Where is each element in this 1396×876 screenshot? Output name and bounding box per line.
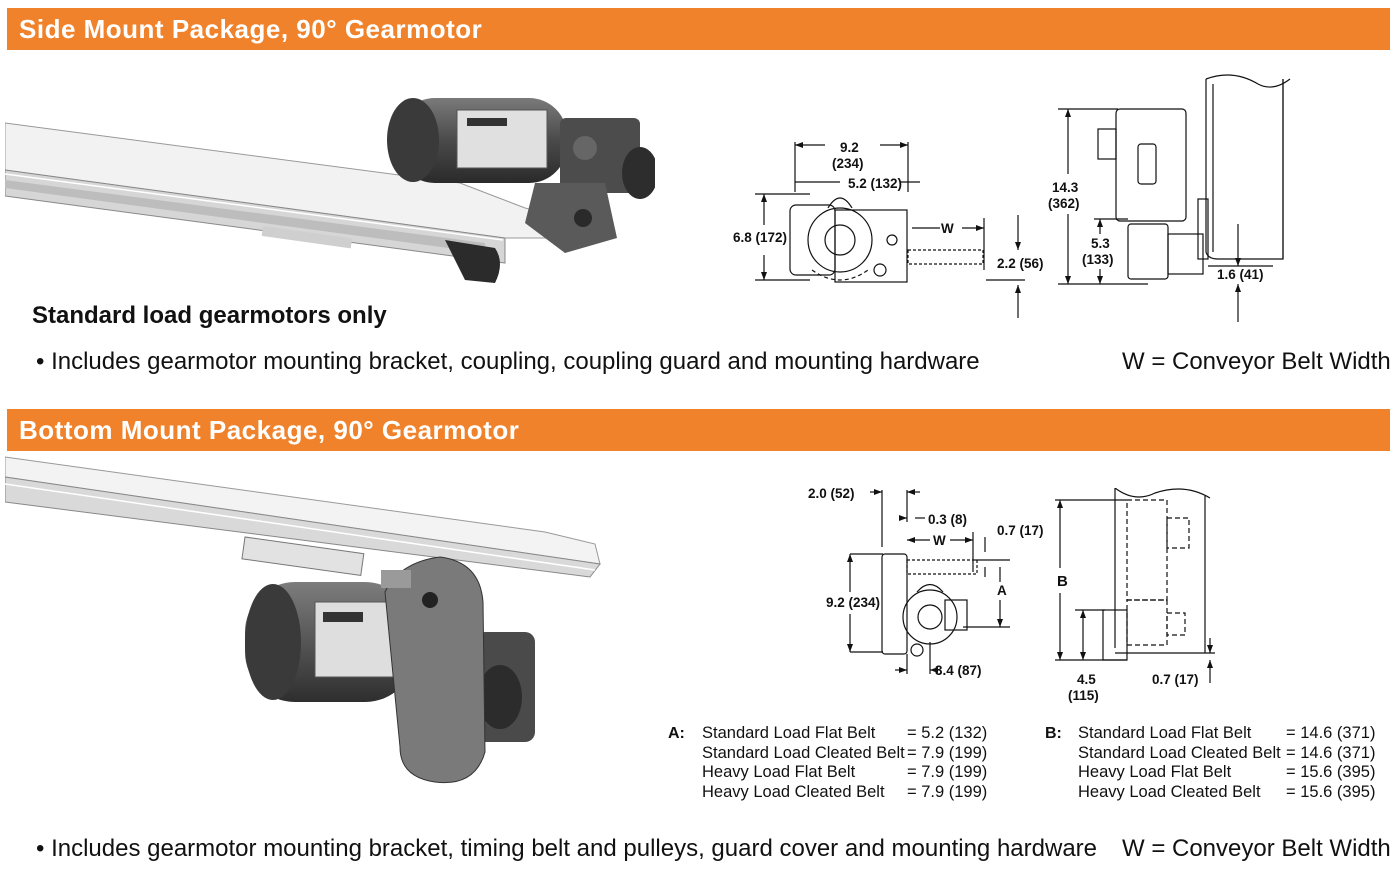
dim-label: B [1057,573,1068,590]
w-note: W = Conveyor Belt Width [1122,348,1391,375]
dim-label: (234) [832,156,864,171]
table-key: A: [668,725,685,742]
side-mount-front-drawing [755,142,1025,318]
dim-label: (362) [1048,196,1080,211]
table-row: Heavy Load Cleated Belt = 15.6 (395) [1078,783,1375,803]
dim-label: 2.0 (52) [808,486,855,501]
dim-label: 6.8 (172) [733,230,788,245]
bullet-item: • Includes gearmotor mounting bracket, c… [36,348,980,376]
section-header-bottom-mount: Bottom Mount Package, 90° Gearmotor [7,409,1390,451]
table-rows: Standard Load Flat Belt = 14.6 (371) Stan… [1078,724,1375,802]
dim-label: W [933,533,946,548]
dim-label: A [997,583,1007,598]
bottom-mount-photo [5,456,601,784]
dim-label: 1.6 (41) [1217,267,1264,282]
row-label: Heavy Load Flat Belt [1078,763,1232,781]
bullet-item: • Includes gearmotor mounting bracket, t… [36,835,1097,863]
side-mount-side-drawing [1058,74,1291,322]
table-row: Heavy Load Flat Belt = 7.9 (199) [702,763,987,783]
dim-label: (133) [1082,252,1114,267]
dim-label: 5.2 (132) [848,176,903,191]
dim-label: 3.4 (87) [935,663,982,678]
dim-label: 5.3 [1091,236,1110,251]
subtitle: Standard load gearmotors only [32,302,387,329]
table-row: Standard Load Flat Belt = 14.6 (371) [1078,724,1375,744]
table-row: Heavy Load Flat Belt = 15.6 (395) [1078,763,1375,783]
table-row: Heavy Load Cleated Belt = 7.9 (199) [702,783,987,803]
row-label: Heavy Load Cleated Belt [702,782,885,801]
table-row: Standard Load Cleated Belt = 14.6 (371) [1078,744,1375,764]
dim-label: 2.2 (56) [997,256,1044,271]
row-label: Standard Load Flat Belt [1078,724,1252,742]
table-rows: Standard Load Flat Belt = 5.2 (132) Stand… [702,724,987,802]
row-value: = 14.6 (371) [1286,724,1376,742]
table-row: Standard Load Cleated Belt= 7.9 (199) [702,744,987,764]
section-header-side-mount: Side Mount Package, 90° Gearmotor [7,8,1390,50]
bottom-mount-side-drawing [1055,488,1215,683]
row-label: Standard Load Cleated Belt [1078,743,1281,762]
row-label: Standard Load Flat Belt [702,724,876,742]
dim-label: 0.7 (17) [997,523,1044,538]
dim-label: 0.3 (8) [928,512,968,527]
section-title: Side Mount Package, 90° Gearmotor [19,14,483,44]
row-value: = 7.9 (199) [907,743,988,762]
dim-label: 14.3 [1052,180,1079,195]
table-key: B: [1045,725,1062,742]
dim-label: W [941,221,954,236]
row-label: Heavy Load Flat Belt [702,763,856,781]
dim-label: 9.2 [840,140,859,155]
section-title: Bottom Mount Package, 90° Gearmotor [19,415,520,445]
row-value: = 15.6 (395) [1286,763,1376,781]
row-value: = 7.9 (199) [907,782,988,801]
row-value: = 7.9 (199) [907,763,988,781]
w-note: W = Conveyor Belt Width [1122,835,1391,862]
row-label: Heavy Load Cleated Belt [1078,782,1261,801]
row-value: = 14.6 (371) [1286,743,1376,762]
bullet-text: Includes gearmotor mounting bracket, tim… [51,835,1097,862]
dim-label: 4.5 [1077,672,1096,687]
bullet-text: Includes gearmotor mounting bracket, cou… [51,348,980,375]
row-label: Standard Load Cleated Belt [702,743,905,762]
table-row: Standard Load Flat Belt = 5.2 (132) [702,724,987,744]
row-value: = 15.6 (395) [1286,782,1376,801]
dim-label: (115) [1068,688,1099,703]
row-value: = 5.2 (132) [907,724,988,742]
dim-label: 0.7 (17) [1152,672,1199,687]
bullet-dot: • [36,348,45,375]
bullet-dot: • [36,835,45,862]
bottom-mount-front-drawing [847,489,1010,674]
side-mount-photo [5,98,655,283]
dim-label: 9.2 (234) [826,595,881,610]
